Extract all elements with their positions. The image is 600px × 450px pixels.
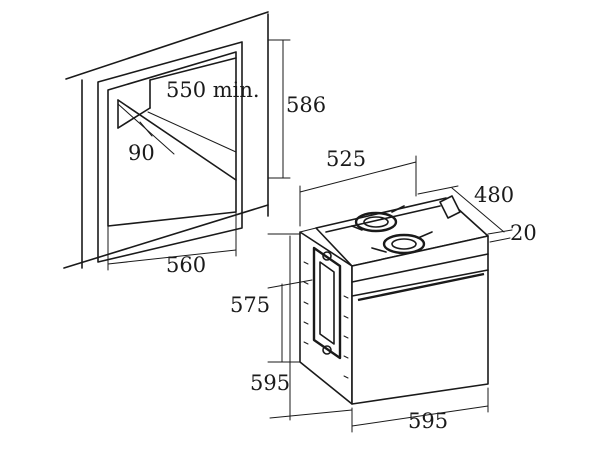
total-height-dim-bottom-tick: [269, 409, 353, 419]
width-dim-line: [107, 249, 237, 265]
oven-side-ticks: [303, 261, 349, 379]
oven-body-height-label: 575: [230, 293, 270, 317]
niche-depth-line: [117, 99, 237, 181]
oven-side-vent-top: [322, 251, 332, 261]
burner-link-3: [417, 231, 433, 239]
oven-door-handle: [357, 272, 485, 302]
burner-link-2: [391, 205, 405, 213]
niche-top-edge-line: [65, 11, 269, 80]
oven-side-top-edge: [299, 227, 317, 233]
oven-side-vent-bottom: [322, 345, 332, 355]
burner-link-4: [371, 247, 387, 253]
burner-right-inner: [391, 238, 417, 250]
niche-height-label: 586: [286, 93, 326, 117]
width-top-dim-line: [299, 161, 417, 193]
oven-front-offset-label: 20: [510, 221, 537, 245]
oven-side-rail-outer: [312, 246, 342, 360]
vent-gap-tick: [139, 121, 153, 137]
burner-link-1: [351, 225, 363, 231]
oven-front-width-label: 595: [408, 409, 448, 433]
niche-depth-label: 550 min.: [166, 78, 260, 102]
oven-depth-label: 480: [474, 183, 514, 207]
burner-left-inner: [363, 216, 389, 228]
oven-top-rim-line: [325, 205, 441, 233]
niche-drawing: 550 min. 586 90 560: [63, 11, 326, 277]
front-width-dim-line: [351, 405, 489, 427]
oven-side-rail-inner: [319, 261, 335, 345]
burner-left-outer: [354, 211, 398, 233]
vent-gap-label: 90: [128, 141, 155, 165]
hob-burners: [351, 205, 433, 255]
niche-width-label: 560: [166, 253, 206, 277]
oven-width-top-label: 525: [326, 147, 366, 171]
oven-control-strip-bottom: [351, 269, 489, 297]
depth-dim-front-tick: [487, 229, 513, 235]
niche-front-frame: [97, 41, 243, 263]
oven-drawing: 525 480 20 575 595 595: [230, 147, 537, 433]
oven-rear-bracket: [439, 195, 461, 219]
niche-back-top-line: [149, 57, 237, 81]
depth-dim-line: [451, 187, 505, 233]
burner-right-outer: [382, 233, 426, 255]
oven-front-door: [351, 235, 489, 405]
oven-total-height-label: 595: [250, 371, 290, 395]
offset-dim-tick: [489, 237, 511, 243]
niche-depth-dim-line: [147, 111, 237, 153]
depth-dim-back-tick: [417, 185, 459, 195]
oven-control-strip-top: [351, 253, 489, 283]
